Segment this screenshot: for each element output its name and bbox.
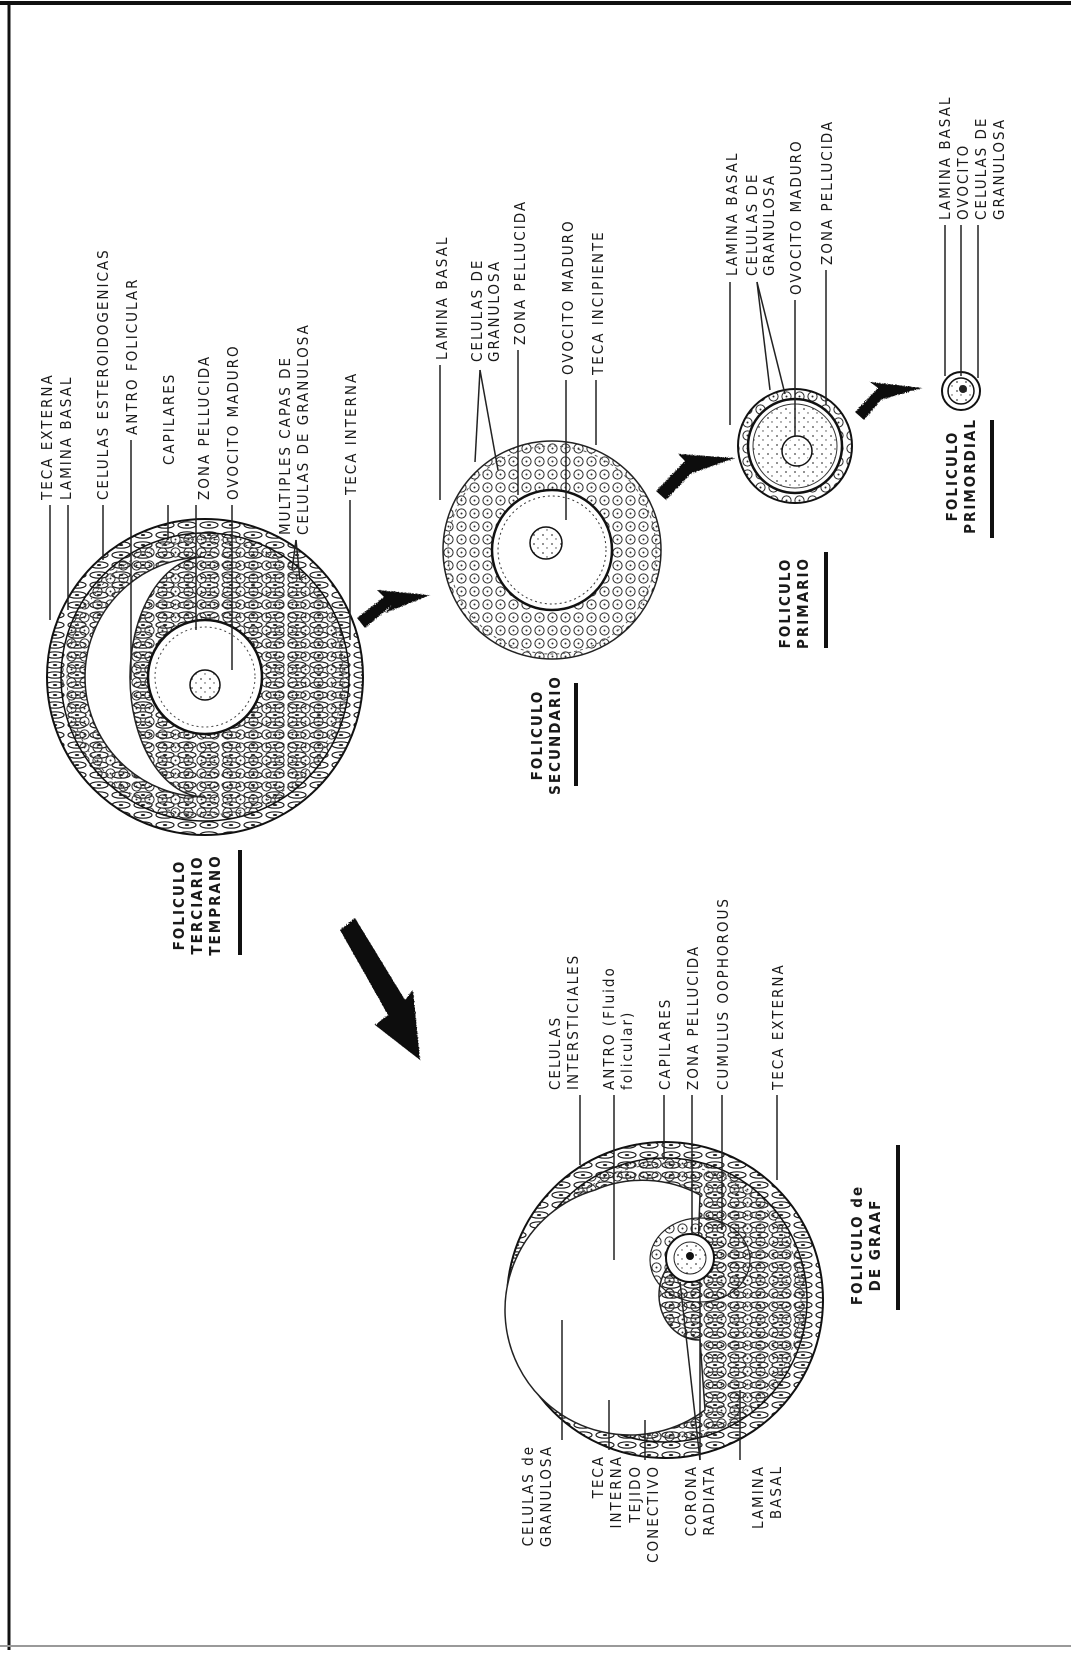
tertiary-label-capilares: CAPILARES (160, 373, 178, 465)
primordial-title-line1: FOLICULO (943, 431, 961, 522)
primary-label-celulas-de: CELULAS DE (743, 173, 761, 276)
graaf-label-antro-fluido: ANTRO (Fluido (600, 966, 618, 1090)
tertiary-label-ovocito-maduro: OVOCITO MADURO (224, 344, 242, 500)
tertiary-title: FOLICULO TERCIARIO TEMPRANO (170, 850, 240, 956)
graaf-label-conectivo: CONECTIVO (644, 1465, 662, 1563)
graaf-label-basal: BASAL (767, 1465, 785, 1519)
secondary-title-line1: FOLICULO (528, 690, 546, 781)
primary-label-lamina-basal: LAMINA BASAL (723, 152, 741, 276)
primordial-label-granulosa: GRANULOSA (990, 118, 1008, 220)
tertiary-label-teca-interna: TECA INTERNA (342, 372, 360, 496)
graaf-label-intersticiales: INTERSTICIALES (564, 954, 582, 1090)
primary-label-zona-pellucida: ZONA PELLUCIDA (818, 120, 836, 265)
secondary-labels: LAMINA BASAL CELULAS DE GRANULOSA ZONA P… (433, 200, 607, 376)
graaf-label-teca: TECA (589, 1455, 607, 1499)
graaf-title-line1: FOLICULO de (848, 1185, 866, 1305)
tertiary-title-line1: FOLICULO (170, 860, 188, 951)
primary-labels: LAMINA BASAL CELULAS DE GRANULOSA OVOCIT… (723, 120, 836, 295)
secondary-label-zona-pellucida: ZONA PELLUCIDA (511, 200, 529, 345)
graafian-follicle (505, 1095, 823, 1460)
graaf-label-tejido: TEJIDO (626, 1465, 644, 1524)
secondary-label-lamina-basal: LAMINA BASAL (433, 236, 451, 360)
primordial-title-line2: PRIMORDIAL (961, 418, 979, 534)
primordial-follicle (942, 225, 980, 410)
graaf-label-granulosa: GRANULOSA (537, 1445, 555, 1547)
graaf-title: FOLICULO de DE GRAAF (848, 1145, 898, 1310)
arrow-primordial-to-primario (855, 382, 922, 420)
graaf-label-radiata: RADIATA (700, 1465, 718, 1536)
graaf-labels-top: CELULAS INTERSTICIALES ANTRO (Fluido fol… (546, 897, 787, 1091)
tertiary-label-teca-externa: TECA EXTERNA (38, 373, 56, 501)
tertiary-title-line3: TEMPRANO (206, 854, 224, 955)
secondary-label-celulas-de: CELULAS DE (468, 259, 486, 362)
graaf-label-folicular: folicular) (618, 1011, 636, 1090)
secondary-title-line2: SECUNDARIO (546, 675, 564, 795)
arrow-terciario-to-graaf (340, 918, 420, 1060)
arrow-secundario-to-terciario (357, 590, 430, 628)
primordial-label-leaders (945, 225, 978, 378)
graaf-label-celulas-de: CELULAS de (519, 1445, 537, 1546)
graaf-labels-bottom: CELULAS de GRANULOSA TECA INTERNA TEJIDO… (519, 1445, 785, 1563)
primordial-title: FOLICULO PRIMORDIAL (943, 418, 992, 538)
tertiary-label-celulas-de-granulosa: CELULAS DE GRANULOSA (294, 323, 312, 535)
graaf-label-celulas: CELULAS (546, 1016, 564, 1090)
primordial-labels: LAMINA BASAL OVOCITO CELULAS DE GRANULOS… (936, 96, 1008, 220)
graaf-label-zona-pellucida: ZONA PELLUCIDA (684, 945, 702, 1090)
primordial-label-lamina-basal: LAMINA BASAL (936, 96, 954, 220)
graaf-label-cumulus-oophorous: CUMULUS OOPHOROUS (714, 897, 732, 1090)
tertiary-labels: TECA EXTERNA LAMINA BASAL CELULAS ESTERO… (38, 248, 360, 535)
tertiary-label-antro-folicular: ANTRO FOLICULAR (123, 278, 141, 436)
primary-title-line1: FOLICULO (776, 558, 794, 649)
primary-label-ovocito-maduro: OVOCITO MADURO (787, 139, 805, 295)
graaf-label-corona: CORONA (682, 1465, 700, 1536)
tertiary-label-lamina-basal: LAMINA BASAL (57, 376, 75, 500)
arrow-primario-to-secundario (656, 454, 735, 500)
graaf-label-interna: INTERNA (607, 1455, 625, 1529)
graaf-label-capilares: CAPILARES (656, 998, 674, 1090)
primary-title-line2: PRIMARIO (794, 557, 812, 649)
primordial-label-ovocito: OVOCITO (954, 144, 972, 220)
secondary-label-ovocito-maduro: OVOCITO MADURO (559, 219, 577, 375)
graaf-label-lamina: LAMINA (749, 1465, 767, 1529)
tertiary-label-multiples-capas-de: MULTIPLES CAPAS DE (276, 356, 294, 535)
primordial-label-celulas-de: CELULAS DE (972, 117, 990, 220)
tertiary-label-zona-pellucida: ZONA PELLUCIDA (195, 355, 213, 500)
primary-label-granulosa: GRANULOSA (760, 174, 778, 276)
secondary-follicle (440, 350, 661, 659)
secondary-label-teca-incipiente: TECA INCIPIENTE (589, 230, 607, 376)
primary-follicle (730, 270, 852, 503)
tertiary-label-celulas-esteroidogenicas: CELULAS ESTEROIDOGENICAS (94, 248, 112, 500)
graaf-label-teca-externa: TECA EXTERNA (769, 963, 787, 1091)
secondary-title: FOLICULO SECUNDARIO (528, 675, 576, 795)
tertiary-title-line2: TERCIARIO (188, 855, 206, 954)
primary-title: FOLICULO PRIMARIO (776, 552, 826, 649)
graaf-title-line2: DE GRAAF (866, 1199, 884, 1292)
secondary-label-granulosa: GRANULOSA (485, 260, 503, 362)
